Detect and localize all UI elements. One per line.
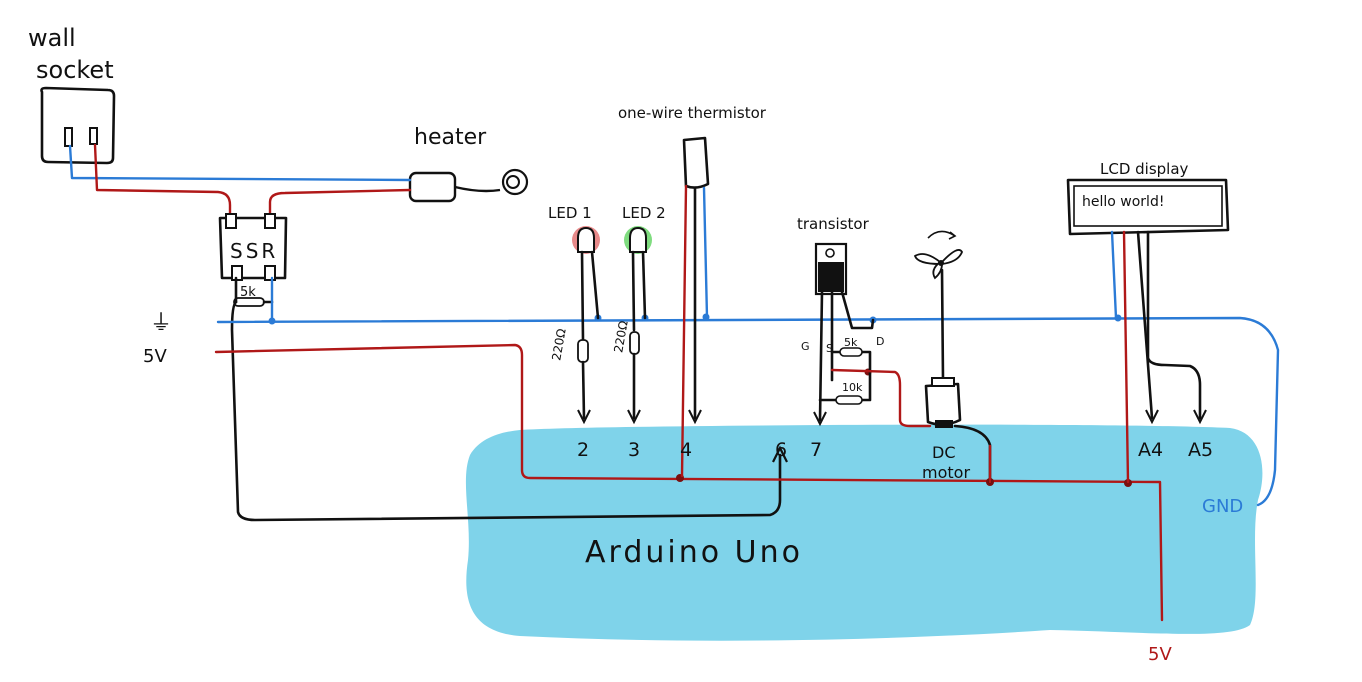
rail-5v-label: 5V bbox=[143, 346, 167, 367]
transistor-g-label: G bbox=[801, 340, 810, 353]
resistor-icon bbox=[835, 395, 863, 405]
led2-label: LED 2 bbox=[622, 204, 666, 222]
pin-label-a4: A4 bbox=[1138, 439, 1163, 461]
heater-label: heater bbox=[414, 125, 487, 150]
wall-socket-label-1: wall bbox=[28, 24, 76, 52]
pin-label-2: 2 bbox=[577, 439, 589, 461]
transistor-s-label: S bbox=[826, 342, 833, 355]
lcd-screen-text: hello world! bbox=[1082, 194, 1164, 210]
lcd-icon bbox=[1066, 178, 1230, 236]
ssr-resistor-label: 5k bbox=[240, 285, 256, 300]
resistor-icon bbox=[629, 331, 640, 355]
led1-label: LED 1 bbox=[548, 204, 592, 222]
bottom-5v-label: 5V bbox=[1148, 644, 1172, 665]
pin-label-3: 3 bbox=[628, 439, 640, 461]
motor-label-2: motor bbox=[922, 463, 970, 482]
led-icon bbox=[572, 226, 600, 254]
board-label: Arduino Uno bbox=[585, 535, 803, 570]
thermistor-label: one-wire thermistor bbox=[618, 104, 767, 122]
transistor-d-label: D bbox=[876, 335, 884, 348]
ssr-icon bbox=[218, 213, 288, 281]
thermistor-icon bbox=[682, 136, 710, 189]
wall-socket-icon bbox=[40, 86, 116, 165]
ssr-label: SSR bbox=[230, 239, 278, 263]
wall-socket-label-2: socket bbox=[36, 56, 114, 84]
pin-labels: 2 3 4 6 7 A4 A5 bbox=[577, 439, 1213, 461]
fan-icon bbox=[913, 230, 963, 280]
resistor-icon bbox=[839, 347, 863, 357]
led1-resistor-label: 220Ω bbox=[549, 328, 568, 362]
motor-label-1: DC bbox=[932, 443, 956, 462]
resistor-icon bbox=[233, 297, 265, 307]
pin-label-a5: A5 bbox=[1188, 439, 1213, 461]
resistor-icon bbox=[577, 339, 589, 363]
transistor-icon bbox=[814, 242, 848, 296]
lcd-label: LCD display bbox=[1100, 160, 1189, 178]
transistor-label: transistor bbox=[797, 215, 870, 233]
ground-icon: ⏚ bbox=[150, 311, 172, 336]
pin-label-4: 4 bbox=[680, 439, 692, 461]
resistor-10k-label: 10k bbox=[842, 381, 863, 394]
pin-label-6: 6 bbox=[775, 439, 787, 461]
resistor-5k-label: 5k bbox=[844, 336, 858, 349]
led2-resistor-label: 220Ω bbox=[611, 320, 630, 354]
gnd-label: GND bbox=[1202, 496, 1243, 517]
led-icon bbox=[624, 226, 652, 254]
dc-motor-icon bbox=[924, 377, 962, 428]
heater-icon bbox=[408, 168, 529, 203]
pin-label-7: 7 bbox=[810, 439, 822, 461]
